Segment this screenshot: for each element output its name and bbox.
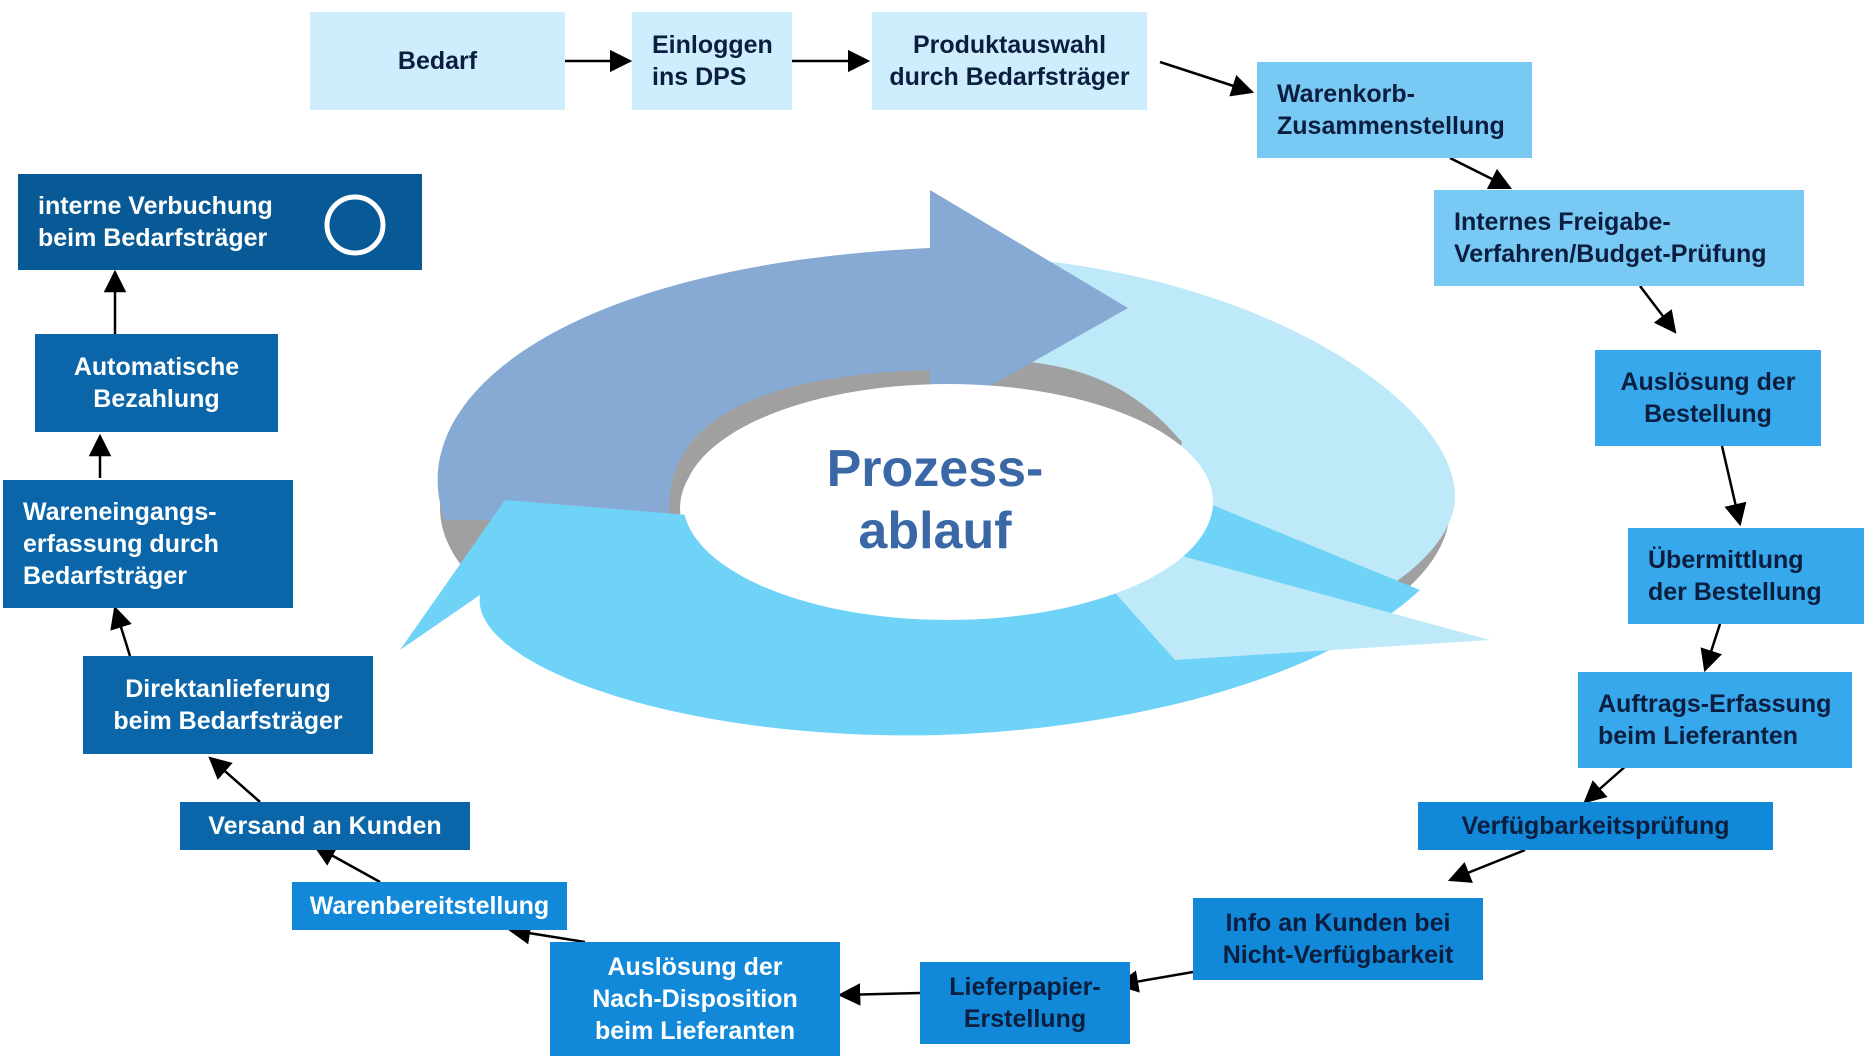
ring-hole: [683, 384, 1213, 620]
circle-icon: [324, 194, 386, 256]
step-label: Auslösung der Bestellung: [1620, 368, 1796, 428]
connector-arrow: [1583, 763, 1629, 804]
connector-arrow: [1159, 60, 1255, 97]
ring-upper-arrow: [437, 190, 1129, 520]
connector-arrow: [313, 844, 381, 884]
step-label: Warenbereitstellung: [309, 892, 550, 920]
step-box-wareneingang: Wareneingangs- erfassung durch Bedarfstr…: [3, 480, 293, 608]
step-label: Einloggen ins DPS: [652, 31, 773, 91]
connector-arrow: [1720, 445, 1747, 527]
cycle-ring-graphic: [400, 190, 1490, 736]
step-label: Produktauswahl durch Bedarfsträger: [889, 31, 1130, 91]
step-box-bezahlung: Automatische Bezahlung: [35, 334, 278, 432]
step-box-info: Info an Kunden bei Nicht-Verfügbarkeit: [1193, 898, 1483, 980]
connector-arrows: [88, 49, 1747, 1006]
step-box-warenkorb: Warenkorb- Zusammenstellung: [1257, 62, 1532, 158]
step-box-bedarf: Bedarf: [310, 12, 565, 110]
step-label: Direktanlieferung beim Bedarfsträger: [113, 675, 343, 735]
step-box-auftrag: Auftrags-Erfassung beim Lieferanten: [1578, 672, 1852, 768]
step-box-verfuegbarkeit: Verfügbarkeitsprüfung: [1418, 802, 1773, 850]
diagram-title: Prozess- ablauf: [826, 440, 1044, 560]
connector-arrow: [1449, 156, 1513, 190]
connector-arrow: [1700, 623, 1722, 673]
step-box-einloggen: Einloggen ins DPS: [632, 12, 792, 110]
connector-arrow: [1639, 285, 1677, 334]
step-label: Verfügbarkeitsprüfung: [1461, 812, 1730, 840]
step-box-warenbereitstellung: Warenbereitstellung: [292, 882, 567, 930]
step-label: Übermittlung der Bestellung: [1648, 546, 1822, 606]
connector-arrow: [507, 922, 586, 945]
step-box-freigabe: Internes Freigabe- Verfahren/Budget-Prüf…: [1434, 190, 1804, 286]
step-box-direktanlieferung: Direktanlieferung beim Bedarfsträger: [83, 656, 373, 754]
step-label: Bedarf: [397, 47, 478, 75]
step-label: Info an Kunden bei Nicht-Verfügbarkeit: [1222, 909, 1454, 969]
step-box-nachdisposition: Auslösung der Nach-Disposition beim Lief…: [550, 942, 840, 1056]
ring-pale-segment: [940, 255, 1456, 650]
step-label: Lieferpapier- Erstellung: [949, 973, 1101, 1033]
connector-arrow: [208, 756, 261, 803]
step-box-versand: Versand an Kunden: [180, 802, 470, 850]
connector-arrow: [1115, 970, 1194, 993]
step-label: Wareneingangs- erfassung durch Bedarfstr…: [23, 498, 219, 590]
step-label: Warenkorb- Zusammenstellung: [1277, 80, 1505, 140]
step-label: Automatische Bezahlung: [73, 353, 240, 413]
step-label: Versand an Kunden: [208, 812, 442, 840]
step-box-produktauswahl: Produktauswahl durch Bedarfsträger: [872, 12, 1147, 110]
step-box-uebermittlung: Übermittlung der Bestellung: [1628, 528, 1864, 624]
step-label: Auftrags-Erfassung beim Lieferanten: [1598, 690, 1832, 750]
connector-arrow: [1447, 848, 1526, 883]
step-box-ausloesung: Auslösung der Bestellung: [1595, 350, 1821, 446]
connector-arrow: [110, 605, 132, 657]
step-label: Internes Freigabe- Verfahren/Budget-Prüf…: [1454, 208, 1767, 268]
step-box-lieferpapier: Lieferpapier- Erstellung: [920, 962, 1130, 1044]
step-label: Auslösung der Nach-Disposition beim Lief…: [592, 953, 798, 1045]
connector-arrow: [837, 983, 921, 1006]
step-label: interne Verbuchung beim Bedarfsträger: [38, 192, 273, 252]
